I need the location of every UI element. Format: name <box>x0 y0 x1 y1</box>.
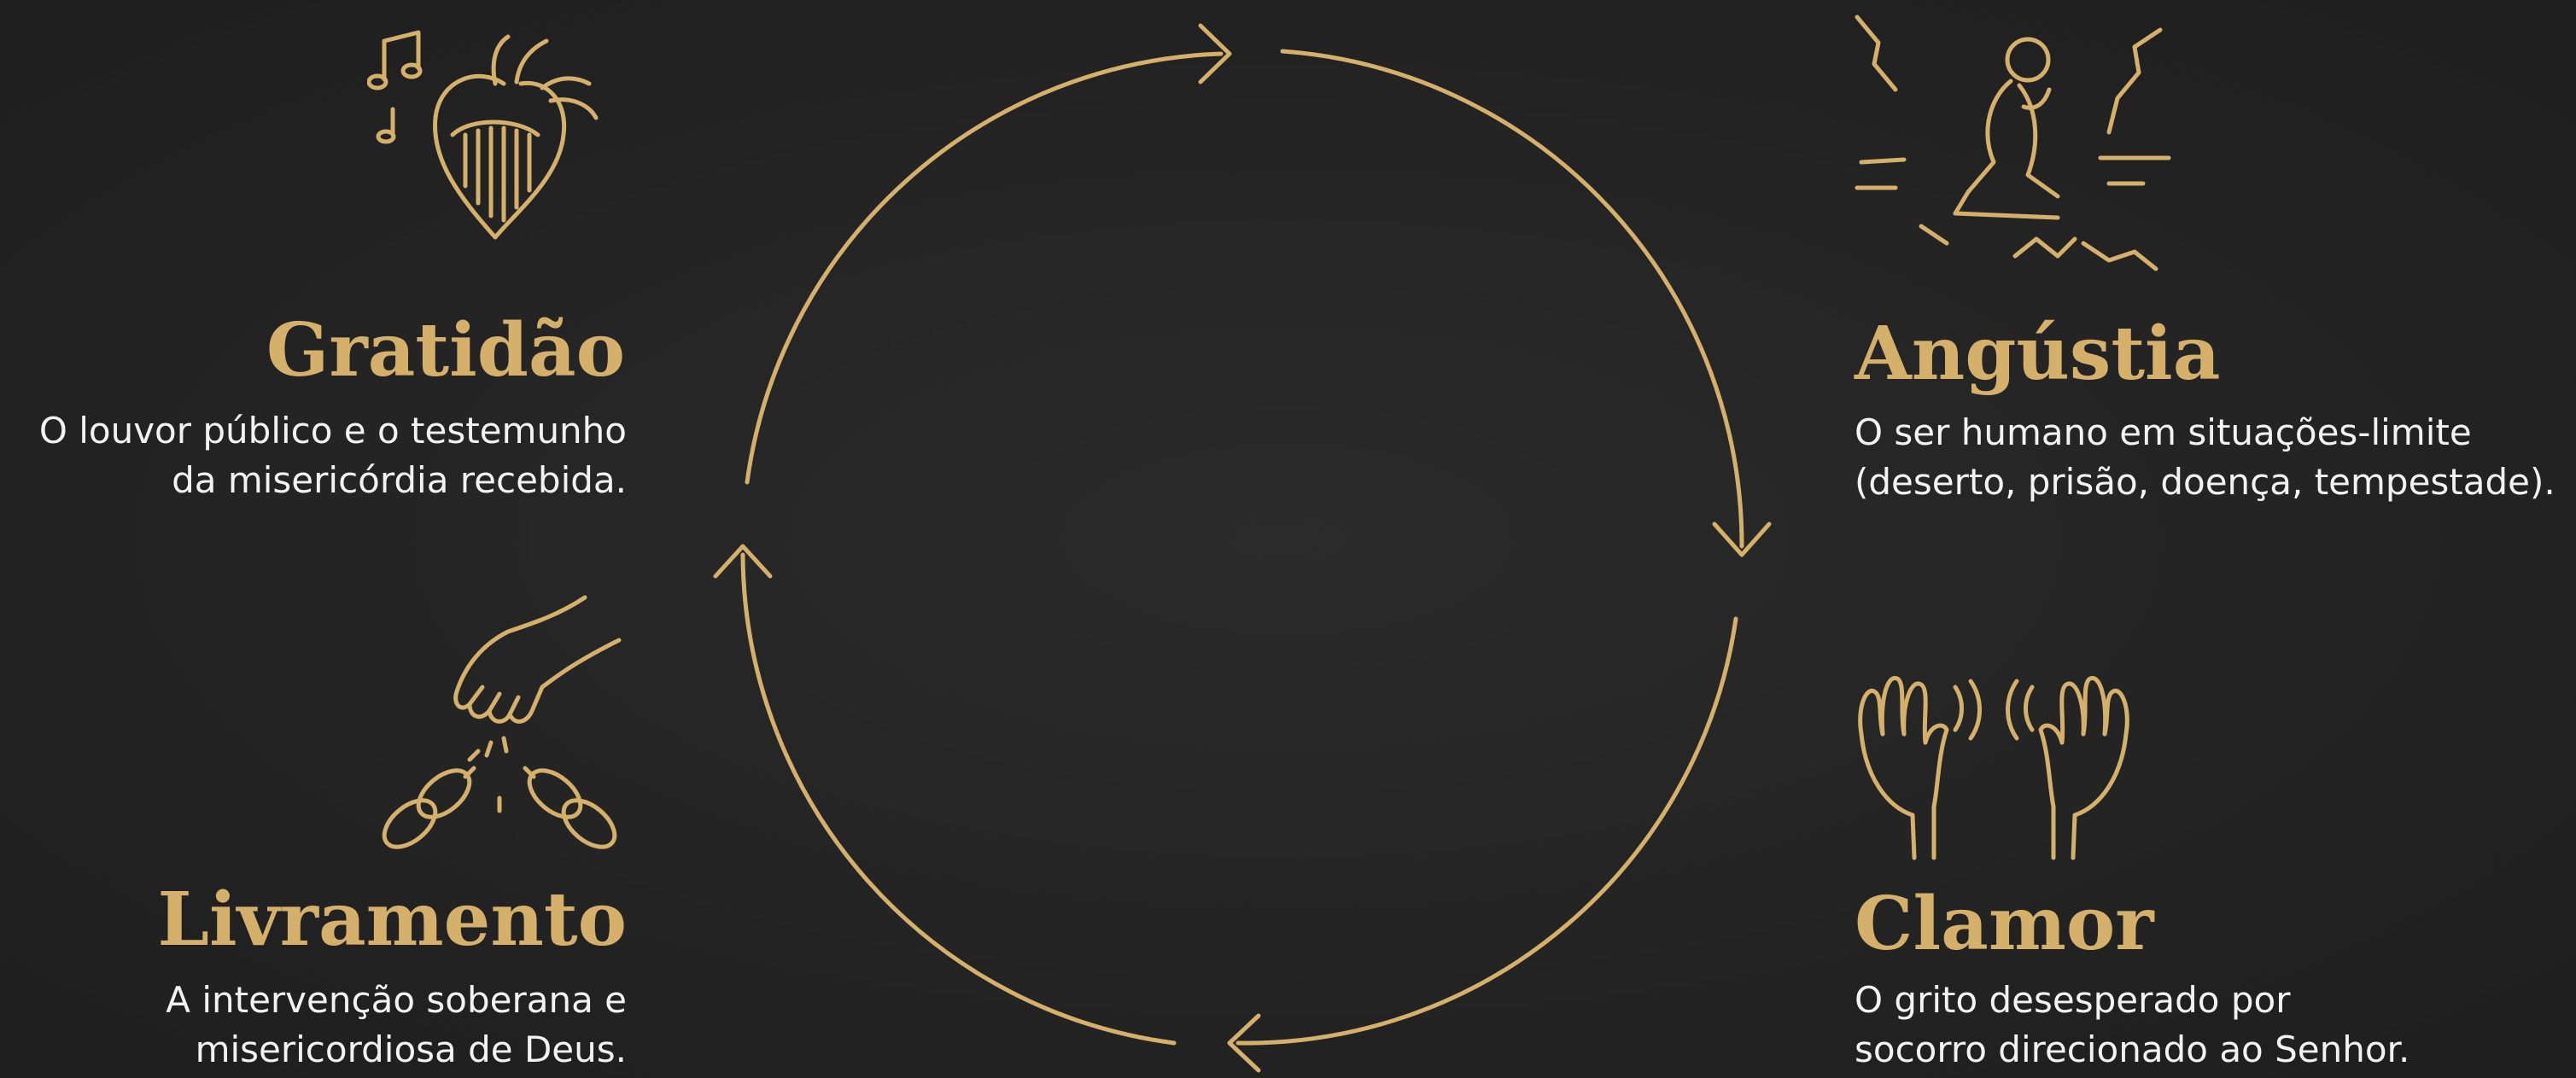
hand-broken-chain-icon <box>363 593 636 866</box>
stage-desc-angustia: O ser humano em situações-limite (desert… <box>1855 408 2556 507</box>
stage-desc-line: da misericórdia recebida. <box>39 456 627 505</box>
stage-desc-line: misericordiosa de Deus. <box>166 1025 627 1075</box>
stage-desc-line: socorro direcionado ao Senhor. <box>1855 1025 2410 1075</box>
kneeling-person-desert-icon <box>1853 13 2177 294</box>
heart-harp-music-icon <box>367 15 623 297</box>
stage-desc-line: O ser humano em situações-limite <box>1855 408 2556 457</box>
cycle-arc-right-upper <box>1282 51 1742 546</box>
stage-title-angustia: Angústia <box>1855 318 2220 391</box>
stage-title-livramento: Livramento <box>158 883 627 957</box>
stage-title-gratidao: Gratidão <box>266 314 625 387</box>
stage-desc-clamor: O grito desesperado por socorro direcion… <box>1855 976 2410 1075</box>
stage-desc-livramento: A intervenção soberana e misericordiosa … <box>166 976 627 1075</box>
stage-desc-line: O grito desesperado por <box>1855 976 2410 1025</box>
stage-desc-line: (deserto, prisão, doença, tempestade). <box>1855 457 2556 507</box>
cycle-arc-top <box>747 54 1221 482</box>
stage-desc-gratidao: O louvor público e o testemunho da miser… <box>39 406 627 505</box>
stage-desc-line: A intervenção soberana e <box>166 976 627 1025</box>
stage-title-clamor: Clamor <box>1855 888 2154 961</box>
stage-desc-line: O louvor público e o testemunho <box>39 406 627 456</box>
cycle-arc-right-lower <box>1238 619 1736 1043</box>
cycle-arc-left-lower <box>743 555 1174 1043</box>
raised-hands-icon <box>1853 657 2135 862</box>
